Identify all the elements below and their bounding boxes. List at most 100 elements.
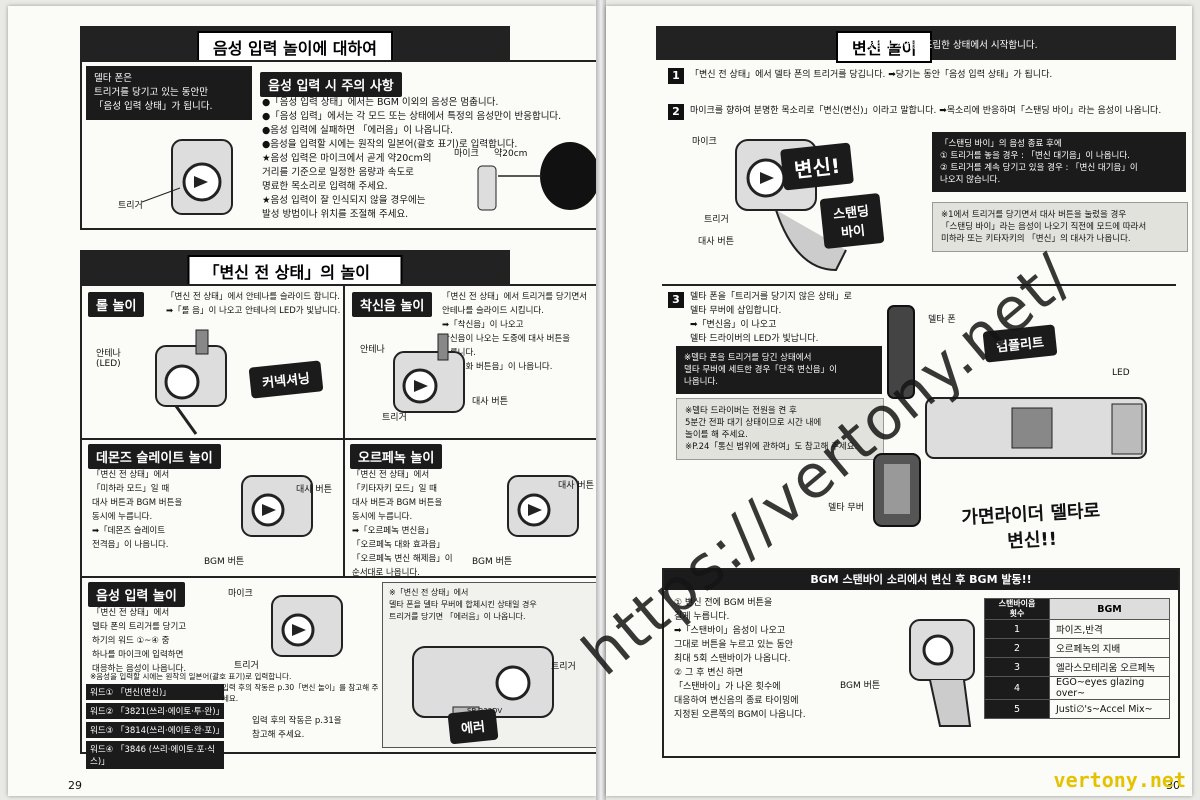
distance-label: 약20cm <box>494 149 528 159</box>
led-label: LED <box>1112 368 1130 378</box>
word1-note: 입력 후의 작동은 p.30「변신 놀이」를 참고해 주세요. <box>222 683 379 703</box>
bgm-banner: BGM 스탠바이 소리에서 변신 후 BGM 발동!! <box>664 570 1178 590</box>
orphenoch-tag: 오르페녹 놀이 <box>350 444 443 469</box>
henshin-burst: 변신! <box>780 142 854 191</box>
antenna-led-label: 안테나 (LED) <box>96 349 121 369</box>
section1-title: 음성 입력 놀이에 대하여 <box>197 31 393 63</box>
step3-text: 델타 폰을「트리거를 당기지 않은 상태」로 델타 무버에 삽입합니다. ➡「변… <box>690 292 852 344</box>
voice-trigger-label: 트리거 <box>234 661 259 671</box>
caution-text: ●「음성 입력 상태」에서는 BGM 이외의 음성은 멈춥니다. ●「음성 입력… <box>262 97 562 220</box>
section2-banner: 「변신 전 상태」의 놀이 방법 <box>80 250 510 311</box>
bgm-text: ① 변신 전에 BGM 버튼을 길게 누릅니다. ➡「스탠바이」음성이 나오고 … <box>674 598 806 720</box>
voice-text: 「변신 전 상태」에서 델타 폰의 트리거를 당기고 하기의 워드 ①~④ 중 … <box>92 608 187 674</box>
word-3: 워드③ 「3814(쓰리·에이토·완·포)」 <box>86 722 224 738</box>
bgm-title: Justi∅'s~Accel Mix~ <box>1049 699 1170 719</box>
word-2: 워드② 「3821(쓰리·에이토·투·완)」 <box>86 703 224 719</box>
right-banner: 변신 놀이 <box>656 26 1176 63</box>
section1-banner: 음성 입력 놀이에 대하여 <box>80 26 510 63</box>
delta-phone-label: 델타 폰 <box>928 315 956 325</box>
bgm-title: 파이즈,반격 <box>1049 619 1170 639</box>
orphenoch-bgm-label: BGM 버튼 <box>472 557 513 567</box>
step2-note: 「스탠딩 바이」의 음성 종료 후에 ① 트리거를 놓을 경우 : 「변신 대기… <box>932 132 1186 192</box>
demons-tag: 데몬즈 슬레이트 놀이 <box>88 444 221 469</box>
divider-step3 <box>662 284 1176 286</box>
roll-text: 「변신 전 상태」에서 안테나를 슬라이드 합니다. ➡「롤 음」이 나오고 안… <box>166 292 341 316</box>
section1-intro: 델타 폰은 트리거를 당기고 있는 동안만 「음성 입력 상태」가 됩니다. <box>86 66 252 120</box>
mic-distance-illustration <box>477 142 596 211</box>
delta-phone-illustration <box>887 305 915 399</box>
bgm-count: 3 <box>984 657 1050 677</box>
bgm-count: 1 <box>984 619 1050 639</box>
step2-speech-label: 대사 버튼 <box>698 237 734 247</box>
ring-tag: 착신음 놀이 <box>352 292 433 317</box>
roll-device-illustration <box>155 329 227 435</box>
right-subtitle: ※델타 기어를 조립한 상태에서 시작합니다. <box>866 40 1038 51</box>
error-trigger-label: 트리거 <box>551 662 576 672</box>
demons-device-illustration <box>241 475 313 537</box>
step1-number: 1 <box>668 68 684 84</box>
voice-note: ※음성을 입력할 시에는 원작의 일본어(괄호 표기)로 입력합니다. <box>90 672 292 681</box>
ring-antenna-label: 안테나 <box>360 345 385 355</box>
step2-number: 2 <box>668 104 684 120</box>
bgm-device-illustration <box>909 619 975 727</box>
roll-burst: 커넥셔닝 <box>248 360 324 399</box>
section2-box: 롤 놀이 「변신 전 상태」에서 안테나를 슬라이드 합니다. ➡「롤 음」이 … <box>80 284 596 769</box>
step2-note2: ※1에서 트리거를 당기면서 대사 버튼을 눌렀을 경우 「스탠딩 바이」라는 … <box>932 202 1188 252</box>
demons-speech-label: 대사 버튼 <box>296 485 332 495</box>
bgm-count: 4 <box>984 676 1050 700</box>
step2-trigger-label: 트리거 <box>704 215 729 225</box>
voice-device-illustration <box>271 595 343 657</box>
caution-title: 음성 입력 시 주의 사항 <box>260 72 402 97</box>
roll-tag: 롤 놀이 <box>88 292 145 317</box>
bgm-title: 오르페녹의 지배 <box>1049 638 1170 658</box>
watermark-logo: vertony.net <box>1053 768 1186 792</box>
voice-mic-label: 마이크 <box>228 589 253 599</box>
right-page: 변신 놀이 ※델타 기어를 조립한 상태에서 시작합니다. 1 「변신 전 상태… <box>606 6 1192 796</box>
word-list: 워드① 「변신(변신)」 워드② 「3821(쓰리·에이토·투·완)」 워드③ … <box>86 684 380 769</box>
trigger-label: 트리거 <box>118 201 143 211</box>
right-title: 변신 놀이 <box>836 31 933 63</box>
mic-label: 마이크 <box>454 149 479 159</box>
step3-note2: ※델타 드라이버는 전원을 켠 후 5분간 전파 대기 상태이므로 시간 내에 … <box>676 398 884 460</box>
step3-number: 3 <box>668 292 684 308</box>
phone-trigger-illustration <box>141 139 233 215</box>
word-4: 워드④ 「3846 (쓰리·에이토·포·식스)」 <box>86 741 224 769</box>
henshin-headline: 가면라이더 델타로 변신!! <box>960 500 1101 553</box>
delta-mover-label: 델타 무버 <box>828 503 864 513</box>
book-spine <box>596 0 606 800</box>
ring-device-illustration <box>393 333 465 413</box>
word-1: 워드① 「변신(변신)」 <box>86 684 224 700</box>
bgm-title: 엘라스모테리움 오르페녹 <box>1049 657 1170 677</box>
step2-mic-label: 마이크 <box>692 137 717 147</box>
demons-bgm-label: BGM 버튼 <box>204 557 245 567</box>
bgm-button-label: BGM 버튼 <box>840 681 881 691</box>
step2-text: 마이크를 향하여 분명한 목소리로「변신(변신)」이라고 말합니다. ➡목소리에… <box>690 106 1162 116</box>
delta-mover-illustration <box>873 453 921 527</box>
step3-note: ※델타 폰을 트리거를 당긴 상태에서 델타 무버에 세트한 경우「단축 변신음… <box>676 346 882 394</box>
demons-text: 「변신 전 상태」에서 「미하라 모드」일 때 대사 버튼과 BGM 버튼을 동… <box>92 470 183 550</box>
left-page: 음성 입력 놀이에 대하여 델타 폰은 트리거를 당기고 있는 동안만 「음성 … <box>8 6 596 796</box>
voice-tag: 음성 입력 놀이 <box>88 582 185 607</box>
delta-driver-illustration <box>925 397 1147 459</box>
bgm-table-header-count: 스탠바이음 횟수 <box>984 598 1050 620</box>
error-text: ※「변신 전 상태」에서 델타 폰을 델타 무버에 합체시킨 상태일 경우 트리… <box>389 588 537 621</box>
ring-speech-label: 대사 버튼 <box>472 397 508 407</box>
bgm-table-header-bgm: BGM <box>1049 598 1170 620</box>
ring-trigger-label: 트리거 <box>382 413 407 423</box>
orphenoch-device-illustration <box>507 475 579 537</box>
orphenoch-speech-label: 대사 버튼 <box>558 481 594 491</box>
bgm-count: 5 <box>984 699 1050 719</box>
left-page-number: 29 <box>68 779 82 792</box>
right-page-number: 30 <box>1166 779 1180 792</box>
bgm-box: BGM 스탠바이 소리에서 변신 후 BGM 발동!! ① 변신 전에 BGM … <box>662 568 1180 758</box>
error-box: ※「변신 전 상태」에서 델타 폰을 델타 무버에 합체시킨 상태일 경우 트리… <box>382 582 596 748</box>
word234-note: 입력 후의 작동은 p.31을 참고해 주세요. <box>252 716 342 740</box>
bgm-title: EGO~eyes glazing over~ <box>1049 676 1170 700</box>
bgm-count: 2 <box>984 638 1050 658</box>
